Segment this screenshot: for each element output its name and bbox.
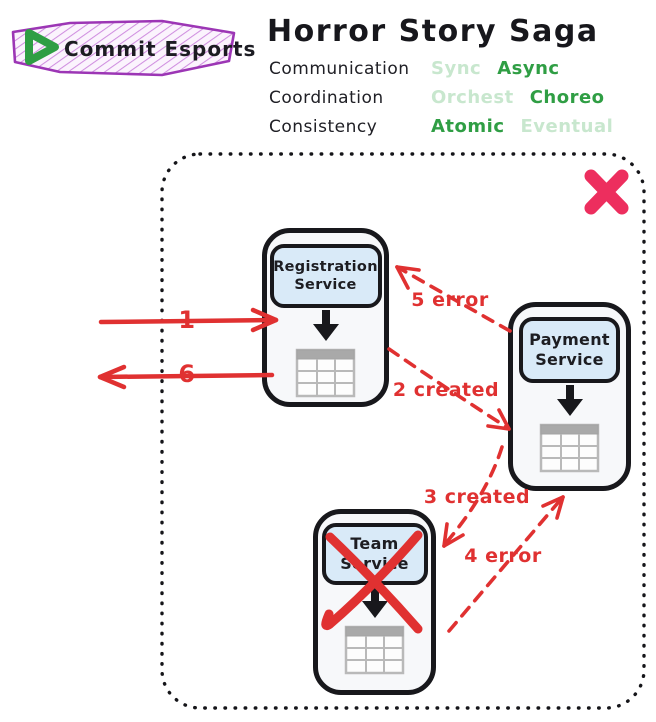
service-name: Registration Service bbox=[269, 244, 382, 308]
database-table-icon bbox=[539, 423, 599, 473]
brand-logo: Commit Esports bbox=[10, 18, 255, 80]
legend-option-choreo: Choreo bbox=[529, 87, 605, 108]
registration-service-box: Registration Service bbox=[262, 228, 389, 407]
payment-service-box: Payment Service bbox=[508, 302, 631, 491]
legend-option-atomic: Atomic bbox=[431, 116, 505, 137]
legend-row-consistency: Consistency Atomic Eventual bbox=[269, 116, 629, 139]
arrow-down-icon bbox=[312, 310, 339, 341]
legend-option-eventual: Eventual bbox=[520, 116, 614, 137]
arrow-down-icon bbox=[361, 587, 388, 618]
legend-option-sync: Sync bbox=[431, 58, 482, 79]
legend-label: Consistency bbox=[269, 117, 378, 137]
legend-option-orchest: Orchest bbox=[431, 87, 514, 108]
service-name: Payment Service bbox=[519, 317, 620, 383]
legend-label: Communication bbox=[269, 59, 410, 79]
legend-row-coordination: Coordination Orchest Choreo bbox=[269, 87, 629, 110]
page-title: Horror Story Saga bbox=[267, 14, 599, 49]
flow-label-2-created: 2 created bbox=[392, 379, 500, 401]
flow-label-1: 1 bbox=[178, 306, 196, 334]
database-table-icon bbox=[295, 348, 355, 398]
brand-name: Commit Esports bbox=[64, 37, 257, 61]
flow-label-3-created: 3 created bbox=[423, 486, 531, 508]
cross-icon bbox=[584, 169, 629, 215]
database-table-icon bbox=[344, 625, 404, 675]
arrow-down-icon bbox=[556, 385, 583, 416]
service-name: Team Service bbox=[321, 523, 428, 585]
flow-label-4-error: 4 error bbox=[464, 545, 542, 567]
play-icon bbox=[25, 29, 59, 65]
flow-label-6: 6 bbox=[178, 360, 196, 388]
legend: Communication Sync Async Coordination Or… bbox=[269, 58, 629, 139]
team-service-box: Team Service bbox=[313, 509, 436, 695]
legend-label: Coordination bbox=[269, 88, 384, 108]
brand-banner-shape bbox=[11, 19, 236, 77]
legend-option-async: Async bbox=[497, 58, 560, 79]
legend-row-communication: Communication Sync Async bbox=[269, 58, 629, 81]
flow-label-5-error: 5 error bbox=[411, 289, 489, 311]
